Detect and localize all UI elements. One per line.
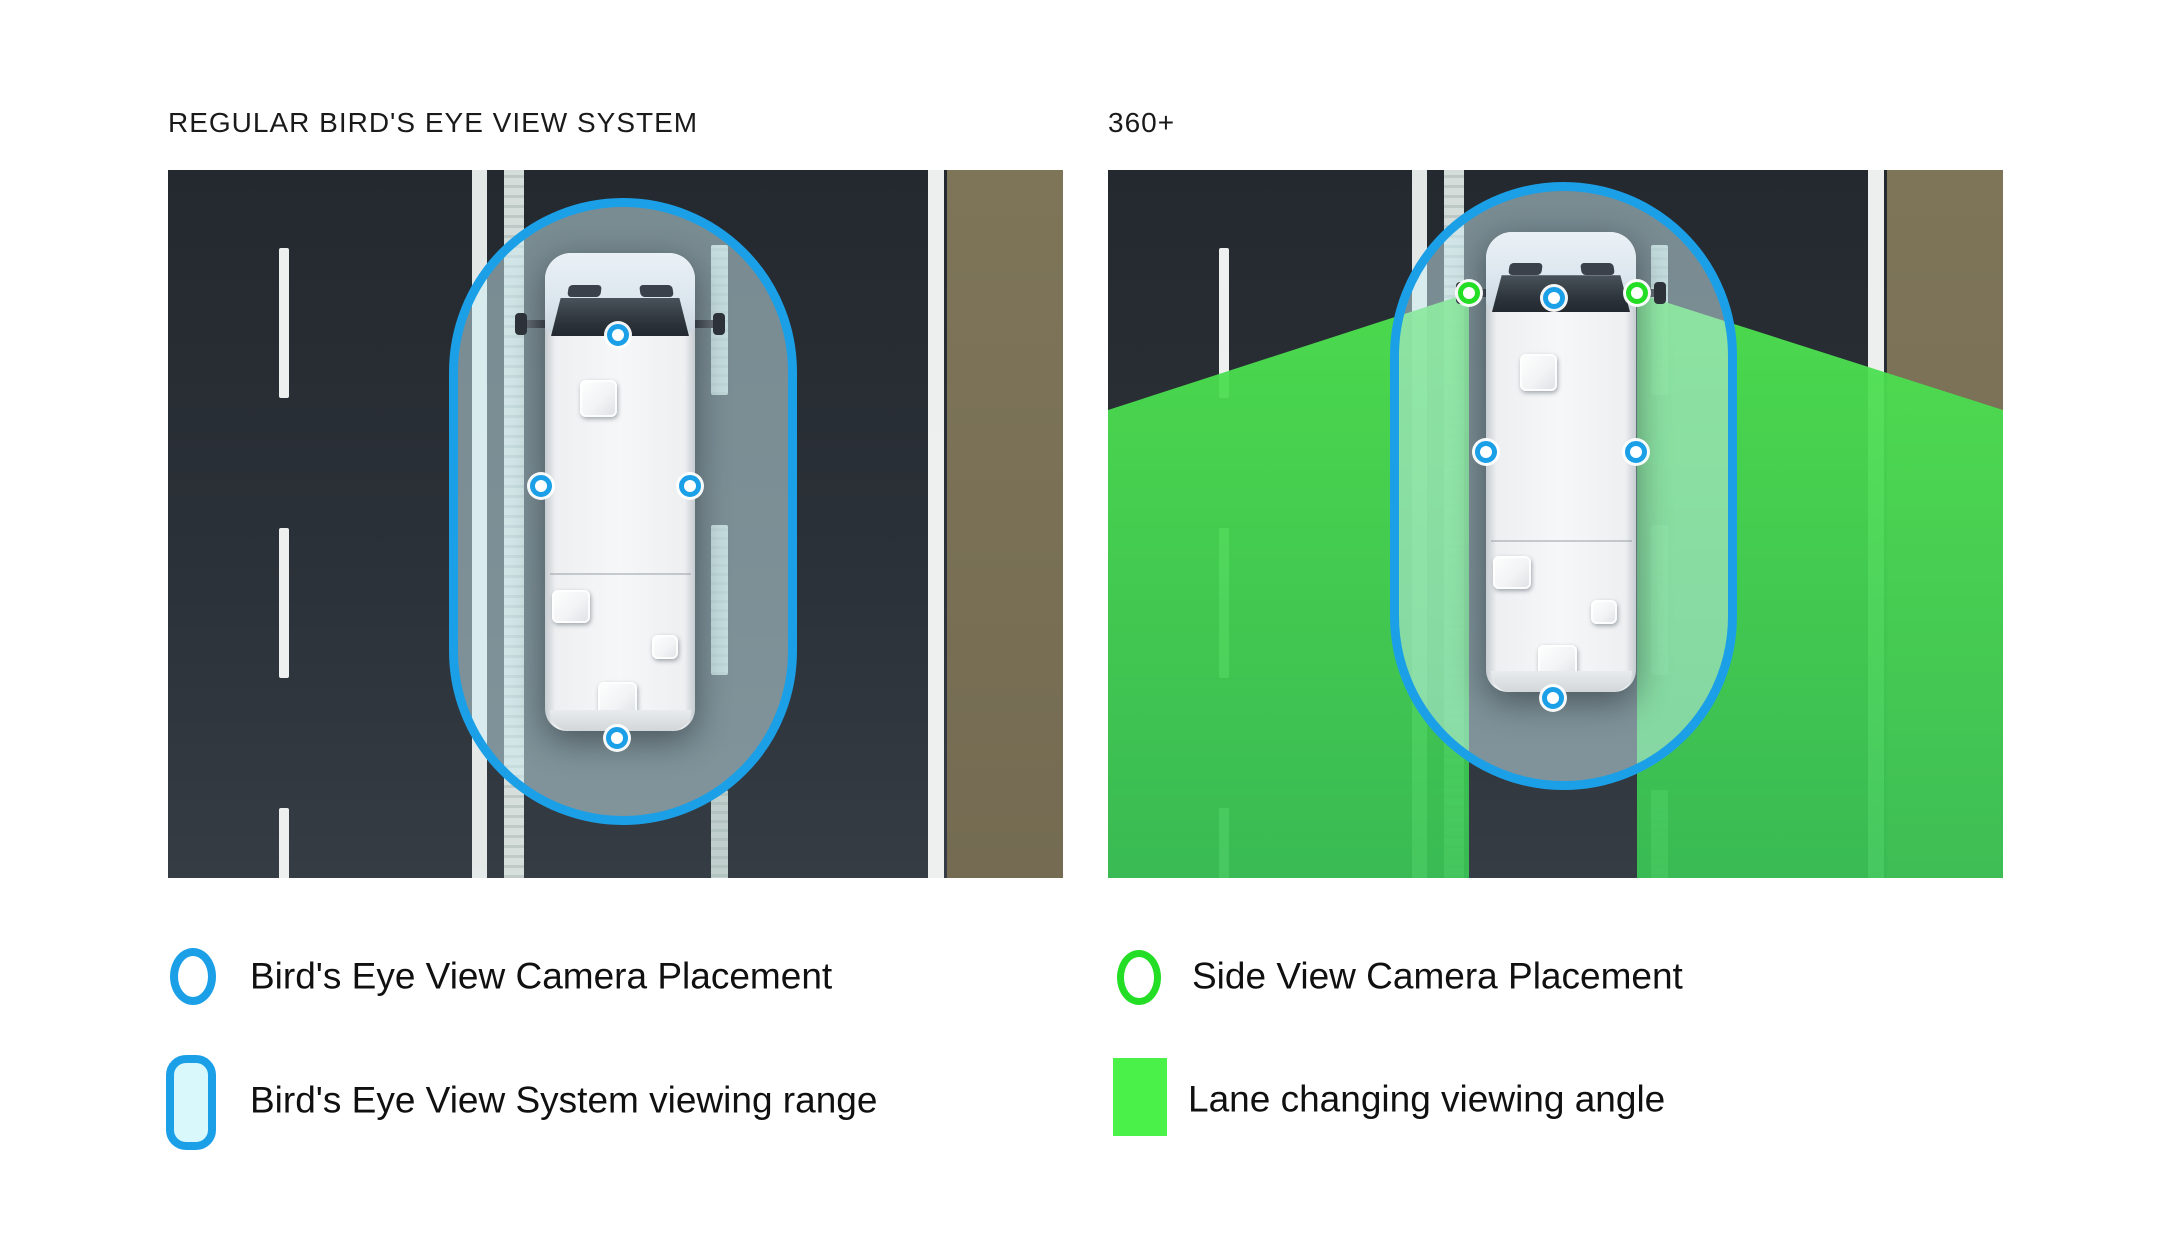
- bird-eye-camera-dot-left: [530, 475, 552, 497]
- road-shoulder: [947, 170, 1063, 878]
- lane-angle-swatch: [1113, 1058, 1167, 1136]
- bird-eye-camera-label: Bird's Eye View Camera Placement: [250, 955, 833, 997]
- bird-eye-range-label: Bird's Eye View System viewing range: [250, 1079, 878, 1121]
- van-rear-bumper: [549, 709, 691, 731]
- camera-dots-layer: [168, 170, 1063, 878]
- lane-dash: [279, 528, 289, 678]
- bird-eye-camera-dot-right: [679, 475, 701, 497]
- side-view-camera-swatch: [1117, 950, 1161, 1005]
- bird-eye-camera-dot-right: [1625, 441, 1647, 463]
- lane-dash: [279, 248, 289, 398]
- bird-eye-camera-dot-front: [1543, 287, 1565, 309]
- lane-dash: [279, 808, 289, 878]
- road-edge-line: [928, 170, 944, 878]
- van-rear-bumper: [1490, 671, 1632, 692]
- van-roof-hatch: [552, 590, 590, 623]
- van-mirror-left: [515, 313, 545, 335]
- left-panel-title: REGULAR BIRD'S EYE VIEW SYSTEM: [168, 107, 699, 138]
- bird-eye-camera-dot-rear: [1542, 687, 1564, 709]
- van-roof-hatch: [1591, 600, 1617, 624]
- van-roof-seam: [549, 573, 691, 576]
- side-view-camera-dot-right: [1626, 282, 1648, 304]
- side-view-camera-dot-left: [1458, 282, 1480, 304]
- van-roof-seam: [1490, 540, 1632, 543]
- van-top-view: [1456, 232, 1662, 692]
- van-roof-hatch: [1493, 556, 1531, 589]
- lane-dash-pale: [711, 790, 728, 878]
- right-panel-title: 360+: [1108, 107, 1176, 138]
- van-roof-hatch: [652, 635, 678, 659]
- van-roof-hatch: [1520, 354, 1557, 391]
- side-view-camera-label: Side View Camera Placement: [1192, 955, 1683, 997]
- lane-angle-label: Lane changing viewing angle: [1188, 1078, 1666, 1120]
- bird-eye-camera-dot-front: [607, 324, 629, 346]
- bird-eye-camera-swatch: [170, 948, 216, 1005]
- van-roof-hatch: [580, 380, 617, 417]
- bird-eye-range-swatch: [166, 1055, 216, 1150]
- camera-dots-layer: [1108, 170, 2003, 878]
- regular-system-panel: [168, 170, 1063, 878]
- 360-plus-panel: [1108, 170, 2003, 878]
- lane-dash: [1219, 248, 1229, 398]
- bird-eye-camera-dot-rear: [606, 727, 628, 749]
- bird-eye-camera-dot-left: [1475, 441, 1497, 463]
